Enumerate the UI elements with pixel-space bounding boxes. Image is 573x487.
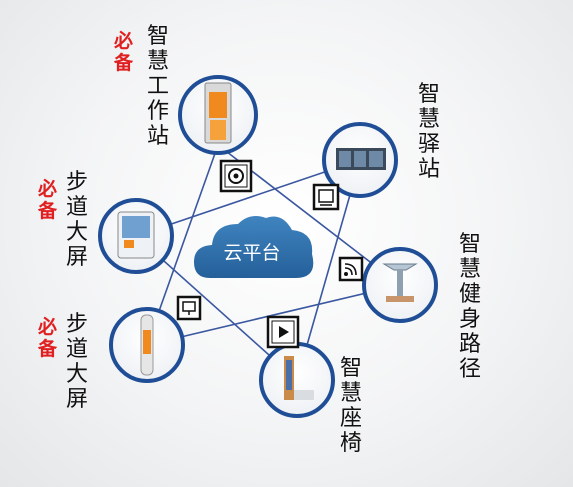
- required-badge-step2: 必备: [38, 316, 57, 360]
- node-step1: [98, 198, 174, 274]
- required-text: 必备: [114, 30, 134, 74]
- node-bench: [259, 342, 335, 418]
- display-icon: [176, 295, 202, 321]
- label-char: 屏: [66, 245, 89, 270]
- label-char: 智: [418, 82, 441, 107]
- label-fitness: 智慧健身路径: [459, 232, 481, 382]
- label-char: 慧: [459, 257, 482, 282]
- label-char: 站: [418, 157, 441, 182]
- node-workstation: [178, 75, 258, 155]
- label-char: 慧: [147, 49, 170, 74]
- label-char: 大: [66, 362, 89, 387]
- label-char: 慧: [340, 381, 363, 406]
- required-badge-workstation: 必备: [114, 30, 133, 74]
- label-step2: 步道大屏: [66, 312, 88, 412]
- label-bench: 智慧座椅: [340, 356, 362, 456]
- label-char: 站: [147, 124, 170, 149]
- label-char: 健: [459, 282, 482, 307]
- label-post: 智慧驿站: [418, 82, 440, 182]
- label-char: 径: [459, 357, 482, 382]
- cloud-platform: [194, 216, 314, 278]
- required-text: 必备: [38, 316, 58, 360]
- signal-icon: [338, 256, 364, 282]
- label-char: 座: [340, 406, 363, 431]
- label-char: 作: [147, 99, 170, 124]
- play-icon: [266, 315, 300, 349]
- camera-icon: [219, 159, 253, 193]
- label-char: 屏: [66, 387, 89, 412]
- node-step2: [109, 307, 185, 383]
- label-char: 驿: [418, 132, 441, 157]
- required-text: 必备: [38, 178, 58, 222]
- label-step1: 步道大屏: [66, 170, 88, 270]
- label-char: 智: [147, 24, 170, 49]
- label-char: 步: [66, 312, 89, 337]
- line-post-bench: [296, 159, 361, 381]
- label-char: 智: [459, 232, 482, 257]
- cloud-label: 云平台: [223, 242, 281, 264]
- line-fitness-step2: [146, 284, 401, 346]
- label-char: 道: [66, 195, 89, 220]
- node-post: [322, 122, 398, 198]
- label-char: 路: [459, 332, 482, 357]
- label-char: 步: [66, 170, 89, 195]
- label-char: 智: [340, 356, 363, 381]
- line-post-step1: [135, 159, 361, 237]
- label-char: 椅: [340, 431, 363, 456]
- label-char: 大: [66, 220, 89, 245]
- label-char: 慧: [418, 107, 441, 132]
- node-fitness: [362, 247, 438, 323]
- label-char: 工: [147, 74, 170, 99]
- label-workstation: 智慧工作站: [147, 24, 169, 149]
- label-char: 身: [459, 307, 482, 332]
- label-char: 道: [66, 337, 89, 362]
- required-badge-step1: 必备: [38, 178, 57, 222]
- screen-icon: [312, 183, 340, 211]
- fitness-device: [382, 263, 418, 271]
